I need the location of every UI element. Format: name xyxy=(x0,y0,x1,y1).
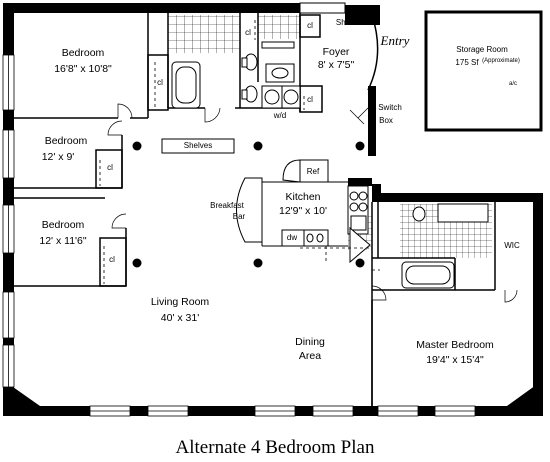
dining-area-name: Dining xyxy=(295,336,325,348)
dashed-lines xyxy=(99,20,380,284)
entry-label: Entry xyxy=(380,33,410,48)
breakfast-bar-label-1: Breakfast xyxy=(210,201,244,210)
bedroom-1-dims: 16'8" x 10'8" xyxy=(54,63,112,75)
door-swings xyxy=(107,103,518,303)
kitchen-name: Kitchen xyxy=(285,191,321,203)
storage-room-area: 175 Sf xyxy=(455,58,479,67)
closet-label: cl xyxy=(107,163,113,172)
foyer-name: Foyer xyxy=(322,46,350,58)
master-bedroom-dims: 19'4" x 15'4" xyxy=(426,354,484,366)
closet-label: cl xyxy=(307,21,313,30)
left-windows xyxy=(2,54,15,388)
bedroom-2-name: Bedroom xyxy=(44,135,88,147)
dw-label: dw xyxy=(286,233,298,242)
ref-label: Ref xyxy=(306,167,320,176)
bedroom-2-dims: 12' x 9' xyxy=(41,151,75,163)
shelf-label: Shelf xyxy=(335,18,355,27)
bottom-windows xyxy=(89,405,476,417)
bedroom-3-dims: 12' x 11'6" xyxy=(39,235,87,247)
switch-box-label-2: Box xyxy=(379,116,393,125)
dining-area-name-2: Area xyxy=(298,350,322,362)
storage-room-name: Storage Room xyxy=(456,45,508,54)
wd-label: w/d xyxy=(273,111,287,120)
closet-label: cl xyxy=(109,255,115,264)
foyer-dims: 8' x 7'5" xyxy=(317,59,355,71)
storage-room-note: (Approximate) xyxy=(482,58,520,64)
bedroom-3-name: Bedroom xyxy=(41,219,85,231)
ac-label: a/c xyxy=(508,81,518,87)
closet-label: cl xyxy=(245,28,251,37)
wic-label: WIC xyxy=(504,241,520,250)
living-room-name: Living Room xyxy=(150,296,210,308)
breakfast-bar-label-2: Bar xyxy=(232,212,246,221)
switch-box-label-1: Switch xyxy=(378,103,402,112)
top-windows xyxy=(299,2,380,25)
closet-label: cl xyxy=(157,78,163,87)
living-room-dims: 40' x 31' xyxy=(160,312,200,324)
kitchen-dims: 12'9" x 10' xyxy=(278,205,328,217)
shelves-label: Shelves xyxy=(183,141,213,150)
storage-room xyxy=(424,10,543,132)
fixtures xyxy=(161,41,489,289)
plan-title: Alternate 4 Bedroom Plan xyxy=(175,437,375,458)
bedroom-1-name: Bedroom xyxy=(61,47,105,59)
master-bedroom-name: Master Bedroom xyxy=(416,339,494,351)
columns xyxy=(132,141,365,268)
closet-label: cl xyxy=(307,95,313,104)
